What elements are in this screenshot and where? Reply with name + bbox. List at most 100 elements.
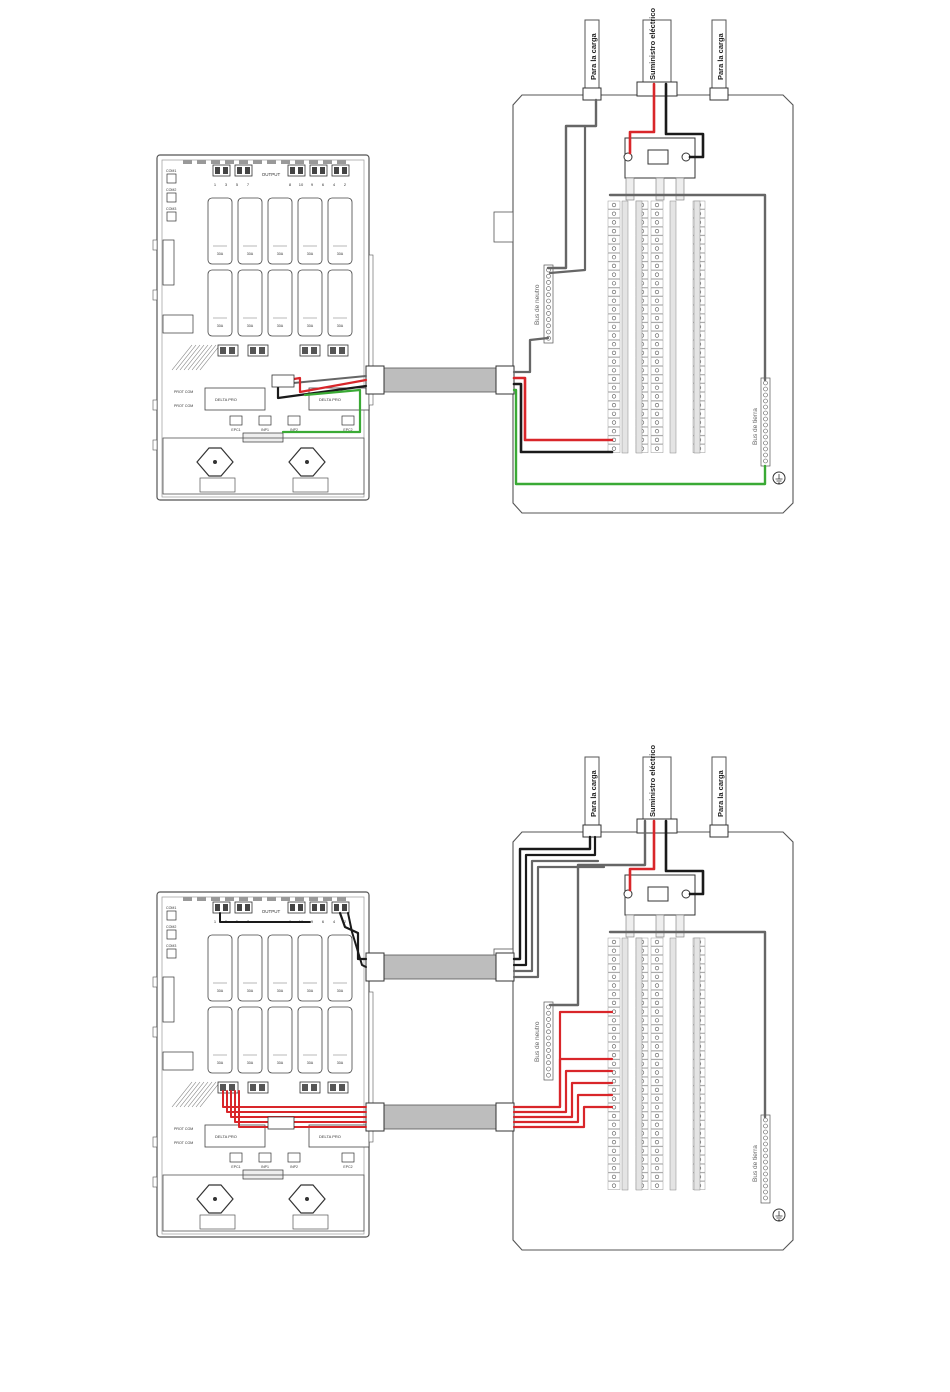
neutral-bus-screw	[546, 304, 551, 310]
breaker-screw	[654, 1148, 660, 1153]
vent-slot	[197, 160, 206, 164]
port-connector	[166, 929, 177, 940]
input-wire-red	[512, 1069, 614, 1114]
breaker-screw	[611, 307, 617, 312]
breaker-screw	[611, 324, 617, 329]
breaker-screw	[654, 211, 660, 216]
breaker-screw	[611, 246, 617, 251]
input-terminal-block	[217, 344, 239, 357]
breaker-rating: 30A	[337, 1061, 344, 1065]
panel-inner-frame	[161, 896, 365, 1235]
breaker-screw	[611, 1053, 617, 1058]
terminal-number: 2	[344, 919, 347, 924]
hatch-line	[171, 1081, 193, 1108]
terminal-screw	[290, 167, 295, 174]
side-tab	[152, 239, 158, 251]
delta-pro-input	[204, 1124, 266, 1148]
input-wire-red	[222, 1090, 367, 1108]
conduit-fitting	[495, 365, 515, 395]
breaker-screw	[654, 263, 660, 269]
vent-slot	[309, 160, 318, 164]
terminal-screw	[223, 904, 228, 911]
lug	[623, 152, 633, 162]
breaker-screw	[611, 202, 617, 208]
circuit-breaker	[237, 934, 263, 1002]
circuit-breaker	[297, 269, 323, 337]
base-bracket	[292, 1214, 329, 1230]
ground-bus-screw	[763, 398, 768, 404]
vent-slot	[281, 160, 290, 164]
breaker-screw	[611, 1070, 617, 1075]
input-wire-red	[512, 1081, 614, 1119]
cable-clamp	[582, 87, 602, 101]
ground-bus-screw	[763, 1165, 768, 1171]
circuit-breaker	[207, 269, 233, 337]
neutral-bus-screw	[546, 1035, 551, 1041]
neutral-wire	[548, 124, 587, 275]
to-load-right-label: Para la carga	[716, 32, 725, 80]
bus-stub	[675, 914, 685, 938]
terminal-number: 6	[322, 919, 325, 924]
breaker-screw	[654, 966, 660, 971]
breaker-rating: 30A	[217, 324, 224, 328]
input-wire-red	[512, 1093, 614, 1124]
breaker-screw	[611, 255, 617, 260]
ground-bus-screw	[763, 416, 768, 422]
epc-connector	[229, 1152, 243, 1163]
epc-connector	[229, 415, 243, 426]
breaker-screw	[611, 1079, 617, 1084]
input-terminal-block	[299, 344, 321, 357]
circuit-breaker	[267, 934, 293, 1002]
hatch-line	[191, 344, 213, 371]
terminal-screw	[342, 167, 347, 174]
breaker-screw	[611, 385, 617, 390]
vent-slot	[267, 897, 276, 901]
breaker-screw	[654, 316, 660, 321]
output-terminal-block	[331, 164, 350, 177]
breaker-screw	[654, 1053, 660, 1058]
breaker-screw	[654, 342, 660, 347]
breaker-rating: 30A	[247, 989, 254, 993]
input-wire-red	[230, 1090, 367, 1118]
breaker-screw	[654, 333, 660, 338]
circuit-breaker	[327, 1006, 353, 1074]
breaker-screw	[611, 983, 617, 988]
breaker-screw	[611, 1035, 617, 1040]
ground-bus-label: Bus de tierra	[752, 408, 759, 445]
neutral-bus	[543, 1001, 554, 1081]
neutral-bus-screw	[546, 1010, 551, 1016]
vent-slot	[197, 897, 206, 901]
prot-com-label: PROT COM	[174, 1141, 193, 1145]
breaker-screw	[654, 281, 660, 286]
lug	[623, 889, 633, 899]
hatch-line	[199, 1081, 221, 1108]
vent-slot	[267, 160, 276, 164]
breaker-screw	[654, 939, 660, 945]
terminal-screw	[229, 1084, 235, 1091]
ground-feed-green	[512, 388, 767, 486]
breaker-screw	[654, 1000, 660, 1006]
terminal-number: 4	[333, 182, 336, 187]
ground-bus-screw	[763, 422, 768, 428]
circuit-breaker	[297, 1006, 323, 1074]
terminal-number: 4	[333, 919, 336, 924]
neutral-bus-screw	[546, 1060, 551, 1066]
hatch-line	[179, 344, 201, 371]
breaker-screw	[654, 1166, 660, 1171]
breaker-screw	[654, 1105, 660, 1110]
breaker-screw	[654, 429, 660, 434]
neutral-bus-screw	[546, 1029, 551, 1035]
breaker-screw	[654, 1061, 660, 1066]
terminal-screw	[245, 167, 250, 174]
bus-bar	[635, 200, 643, 454]
breaker-screw	[611, 1061, 617, 1066]
breaker-screw	[654, 411, 660, 416]
cable-clamp	[709, 87, 729, 101]
neutral-bus-screw	[546, 1054, 551, 1059]
main-breaker-handle	[647, 886, 669, 902]
breaker-screw	[654, 1131, 660, 1136]
breaker-screw	[611, 446, 617, 451]
breaker-rating: 30A	[277, 1061, 284, 1065]
epc-connector	[341, 1152, 355, 1163]
output-terminal-block	[212, 901, 231, 914]
